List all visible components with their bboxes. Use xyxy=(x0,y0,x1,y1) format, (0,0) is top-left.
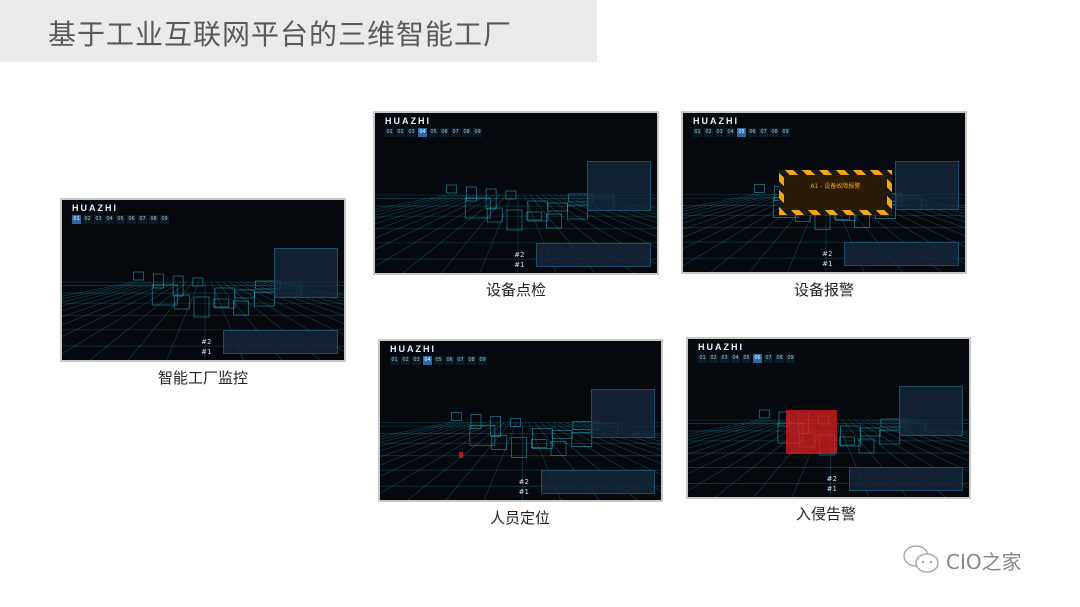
intrusion-zone xyxy=(786,410,837,455)
floor-tab[interactable]: 06 xyxy=(445,356,454,365)
floor-tab[interactable]: 03 xyxy=(407,128,416,137)
slide-title-bar: 基于工业互联网平台的三维智能工厂 xyxy=(0,0,597,62)
floor-tab[interactable]: 09 xyxy=(473,128,482,137)
info-panel xyxy=(586,161,651,211)
floor-tab[interactable]: 02 xyxy=(83,215,92,224)
floor-tab[interactable]: 04 xyxy=(105,215,114,224)
app-logo: HUAZHI xyxy=(698,342,744,352)
info-panel xyxy=(273,248,338,298)
floor-tab[interactable]: 05 xyxy=(116,215,125,224)
badge: #2 xyxy=(514,251,525,259)
floor-tab[interactable]: 09 xyxy=(786,354,795,363)
floor-tab[interactable]: 08 xyxy=(770,128,779,137)
stats-panel xyxy=(536,242,651,267)
caption-equipment-inspection: 设备点检 xyxy=(485,281,547,299)
caption-equipment-alarm: 设备报警 xyxy=(793,281,855,299)
floor-tab[interactable]: 06 xyxy=(440,128,449,137)
floor-tab[interactable]: 01 xyxy=(390,356,399,365)
info-panel xyxy=(591,388,655,439)
floor-tab[interactable]: 08 xyxy=(775,354,784,363)
floor-tab[interactable]: 05 xyxy=(434,356,443,365)
floor-tab[interactable]: 04 xyxy=(726,128,735,137)
badge: #1 xyxy=(201,348,212,356)
badge: #2 xyxy=(201,338,212,346)
alarm-text: A1 - 设备故障报警 xyxy=(783,175,887,210)
info-panel xyxy=(894,160,959,211)
floor-tab[interactable]: 02 xyxy=(396,128,405,137)
floor-tab[interactable]: 04 xyxy=(731,354,740,363)
floor-tab[interactable]: 01 xyxy=(693,128,702,137)
app-logo: HUAZHI xyxy=(693,116,739,126)
badge: #2 xyxy=(822,250,833,258)
floor-tab[interactable]: 07 xyxy=(138,215,147,224)
floor-tab[interactable]: 07 xyxy=(456,356,465,365)
floor-tab[interactable]: 03 xyxy=(720,354,729,363)
floor-tab[interactable]: 03 xyxy=(715,128,724,137)
floor-tab[interactable]: 09 xyxy=(160,215,169,224)
floor-tab[interactable]: 05 xyxy=(737,128,746,137)
floor-tab[interactable]: 02 xyxy=(704,128,713,137)
caption-factory-monitoring: 智能工厂监控 xyxy=(157,369,249,387)
app-logo: HUAZHI xyxy=(72,203,118,213)
floor-tab[interactable]: 02 xyxy=(401,356,410,365)
floor-tab[interactable]: 02 xyxy=(709,354,718,363)
floor-tab[interactable]: 07 xyxy=(451,128,460,137)
badge: #2 xyxy=(826,475,837,483)
app-logo: HUAZHI xyxy=(390,344,436,354)
brand-name: CIO之家 xyxy=(946,549,1022,574)
floor-tab[interactable]: 08 xyxy=(462,128,471,137)
floor-tab[interactable]: 07 xyxy=(759,128,768,137)
person-marker xyxy=(458,452,463,459)
floor-tab[interactable]: 06 xyxy=(753,354,762,363)
stats-panel xyxy=(844,241,959,266)
floor-tab[interactable]: 09 xyxy=(781,128,790,137)
badge: #1 xyxy=(826,485,837,493)
stats-panel xyxy=(540,469,655,494)
wechat-icon xyxy=(903,545,939,573)
floor-tab[interactable]: 07 xyxy=(764,354,773,363)
stats-panel xyxy=(223,329,338,354)
brand-watermark: CIO之家 xyxy=(902,544,1022,576)
floor-tab[interactable]: 04 xyxy=(418,128,427,137)
caption-intrusion-alarm: 入侵告警 xyxy=(795,505,857,523)
alarm-popup: A1 - 设备故障报警 xyxy=(778,170,892,215)
app-logo: HUAZHI xyxy=(385,116,431,126)
badge: #1 xyxy=(822,260,833,268)
floor-tab[interactable]: 05 xyxy=(429,128,438,137)
floor-tab[interactable]: 01 xyxy=(385,128,394,137)
floor-tab[interactable]: 06 xyxy=(127,215,136,224)
badge: #2 xyxy=(518,478,529,486)
stats-panel xyxy=(848,466,963,491)
floor-tab[interactable]: 08 xyxy=(149,215,158,224)
floor-tab[interactable]: 04 xyxy=(423,356,432,365)
badge: #1 xyxy=(514,261,525,269)
floor-tab[interactable]: 09 xyxy=(478,356,487,365)
info-panel xyxy=(899,386,963,436)
floor-tab[interactable]: 01 xyxy=(698,354,707,363)
floor-tab[interactable]: 03 xyxy=(412,356,421,365)
floor-tab[interactable]: 03 xyxy=(94,215,103,224)
caption-personnel-location: 人员定位 xyxy=(489,509,551,527)
badge: #1 xyxy=(518,488,529,496)
floor-tab[interactable]: 08 xyxy=(467,356,476,365)
floor-tab[interactable]: 01 xyxy=(72,215,81,224)
floor-tab[interactable]: 06 xyxy=(748,128,757,137)
floor-tab[interactable]: 05 xyxy=(742,354,751,363)
slide-title: 基于工业互联网平台的三维智能工厂 xyxy=(48,18,513,51)
